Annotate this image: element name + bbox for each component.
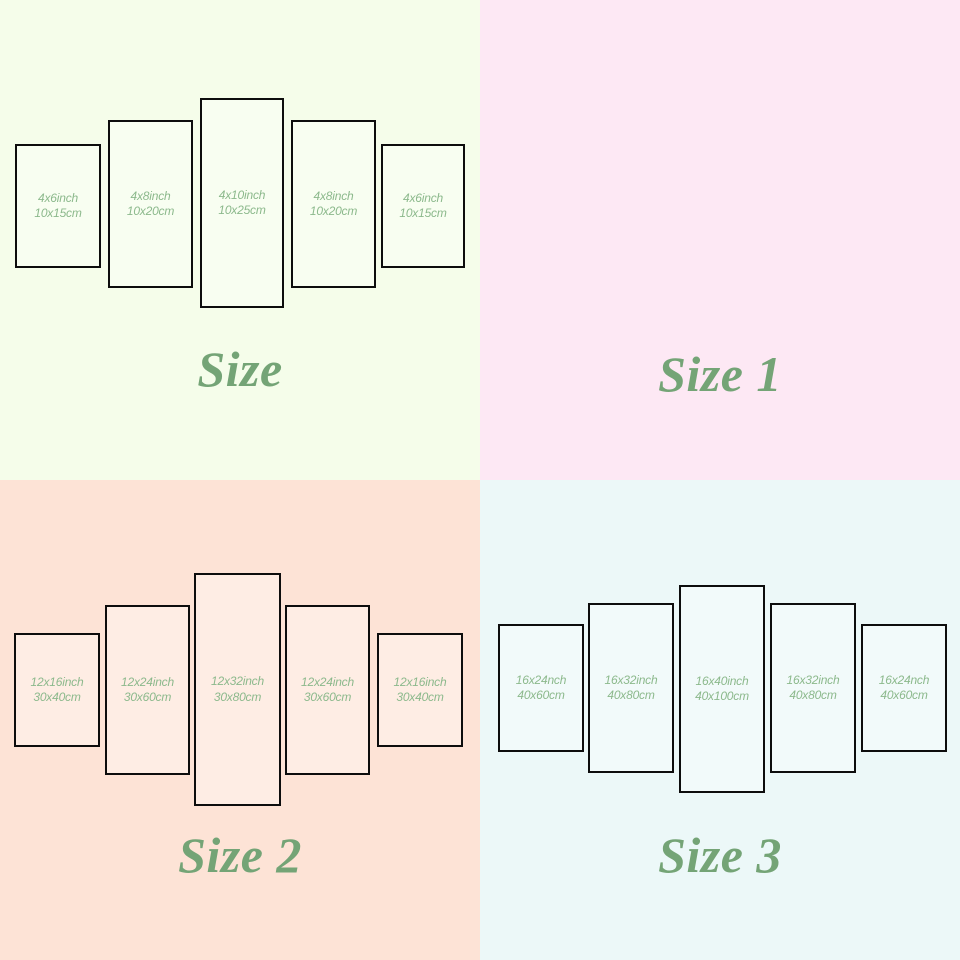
panel-0-2[interactable]: 4x10inch 10x25cm: [200, 98, 284, 308]
panel-2-4[interactable]: 12x16inch 30x40cm: [377, 633, 463, 747]
panel-label-cm: 40x80cm: [789, 688, 837, 702]
panel-2-2[interactable]: 12x32inch 30x80cm: [194, 573, 281, 806]
panel-2-3[interactable]: 12x24inch 30x60cm: [285, 605, 370, 775]
panel-cluster-size-0: 4x6inch 10x15cm 4x8inch 10x20cm 4x10inch…: [0, 0, 480, 480]
panel-label-cm: 40x60cm: [880, 688, 928, 702]
panel-label-inch: 16x40inch: [695, 673, 749, 688]
panel-0-0[interactable]: 4x6inch 10x15cm: [15, 144, 101, 268]
panel-label-inch: 4x8inch: [130, 188, 171, 203]
panel-label-inch: 16x24nch: [515, 672, 567, 687]
panel-2-0[interactable]: 12x16inch 30x40cm: [14, 633, 100, 747]
panel-0-4[interactable]: 4x6inch 10x15cm: [381, 144, 465, 268]
panel-label-inch: 12x32inch: [211, 674, 264, 689]
panel-cluster-size-1: 8x14nch 20x35cm 8x18inch 20x45cm 8x22inc…: [480, 0, 960, 480]
panel-label-cm: 40x60cm: [517, 688, 565, 702]
panel-label-cm: 10x25cm: [218, 203, 266, 217]
panel-0-1[interactable]: 4x8inch 10x20cm: [108, 120, 193, 288]
quadrant-title-size-2: Size 2: [178, 827, 302, 883]
panel-label-cm: 10x20cm: [126, 204, 175, 218]
panel-label-inch: 4x6inch: [38, 190, 78, 205]
panel-label-inch: 12x24inch: [301, 674, 354, 689]
panel-3-4[interactable]: 16x24nch 40x60cm: [861, 624, 947, 752]
panel-label-cm: 10x20cm: [309, 204, 358, 218]
panel-label-inch: 16x24nch: [878, 672, 930, 687]
panel-3-0[interactable]: 16x24nch 40x60cm: [498, 624, 584, 752]
panel-label-inch: 4x6inch: [403, 190, 443, 205]
panel-label-inch: 16x32inch: [604, 672, 658, 687]
quadrant-size-2: 12x16inch 30x40cm 12x24inch 30x60cm 12x3…: [0, 480, 480, 960]
quadrant-size-1: 8x14nch 20x35cm 8x18inch 20x45cm 8x22inc…: [480, 0, 960, 480]
panel-cluster-size-2: 12x16inch 30x40cm 12x24inch 30x60cm 12x3…: [0, 480, 480, 960]
panel-cluster-size-3: 16x24nch 40x60cm 16x32inch 40x80cm 16x40…: [480, 480, 960, 960]
panel-label-inch: 12x24inch: [121, 674, 174, 689]
quadrant-title-size-0: Size: [197, 341, 283, 397]
panel-3-1[interactable]: 16x32inch 40x80cm: [588, 603, 674, 773]
quadrant-size-3: 16x24nch 40x60cm 16x32inch 40x80cm 16x40…: [480, 480, 960, 960]
panel-label-cm: 10x15cm: [34, 206, 82, 220]
panel-label-cm: 30x40cm: [33, 690, 81, 704]
panel-label-cm: 40x80cm: [607, 688, 655, 702]
panel-0-3[interactable]: 4x8inch 10x20cm: [291, 120, 376, 288]
panel-label-cm: 30x60cm: [123, 690, 172, 704]
panel-label-cm: 10x15cm: [399, 206, 447, 220]
panel-3-3[interactable]: 16x32inch 40x80cm: [770, 603, 856, 773]
panel-label-cm: 30x80cm: [213, 689, 262, 704]
panel-label-cm: 40x100cm: [695, 689, 749, 703]
panel-label-inch: 4x10inch: [218, 187, 266, 202]
panel-label-inch: 12x16inch: [30, 674, 84, 689]
quadrant-size-0: 4x6inch 10x15cm 4x8inch 10x20cm 4x10inch…: [0, 0, 480, 480]
panel-label-cm: 30x40cm: [396, 690, 444, 704]
quadrant-title-size-3: Size 3: [658, 827, 782, 883]
panel-label-inch: 12x16inch: [393, 674, 447, 689]
panel-label-inch: 4x8inch: [313, 188, 354, 203]
panel-2-1[interactable]: 12x24inch 30x60cm: [105, 605, 190, 775]
panel-3-2[interactable]: 16x40inch 40x100cm: [679, 585, 765, 793]
quadrant-title-size-1: Size 1: [658, 346, 782, 402]
panel-label-inch: 16x32inch: [786, 672, 840, 687]
panel-label-cm: 30x60cm: [303, 690, 352, 704]
